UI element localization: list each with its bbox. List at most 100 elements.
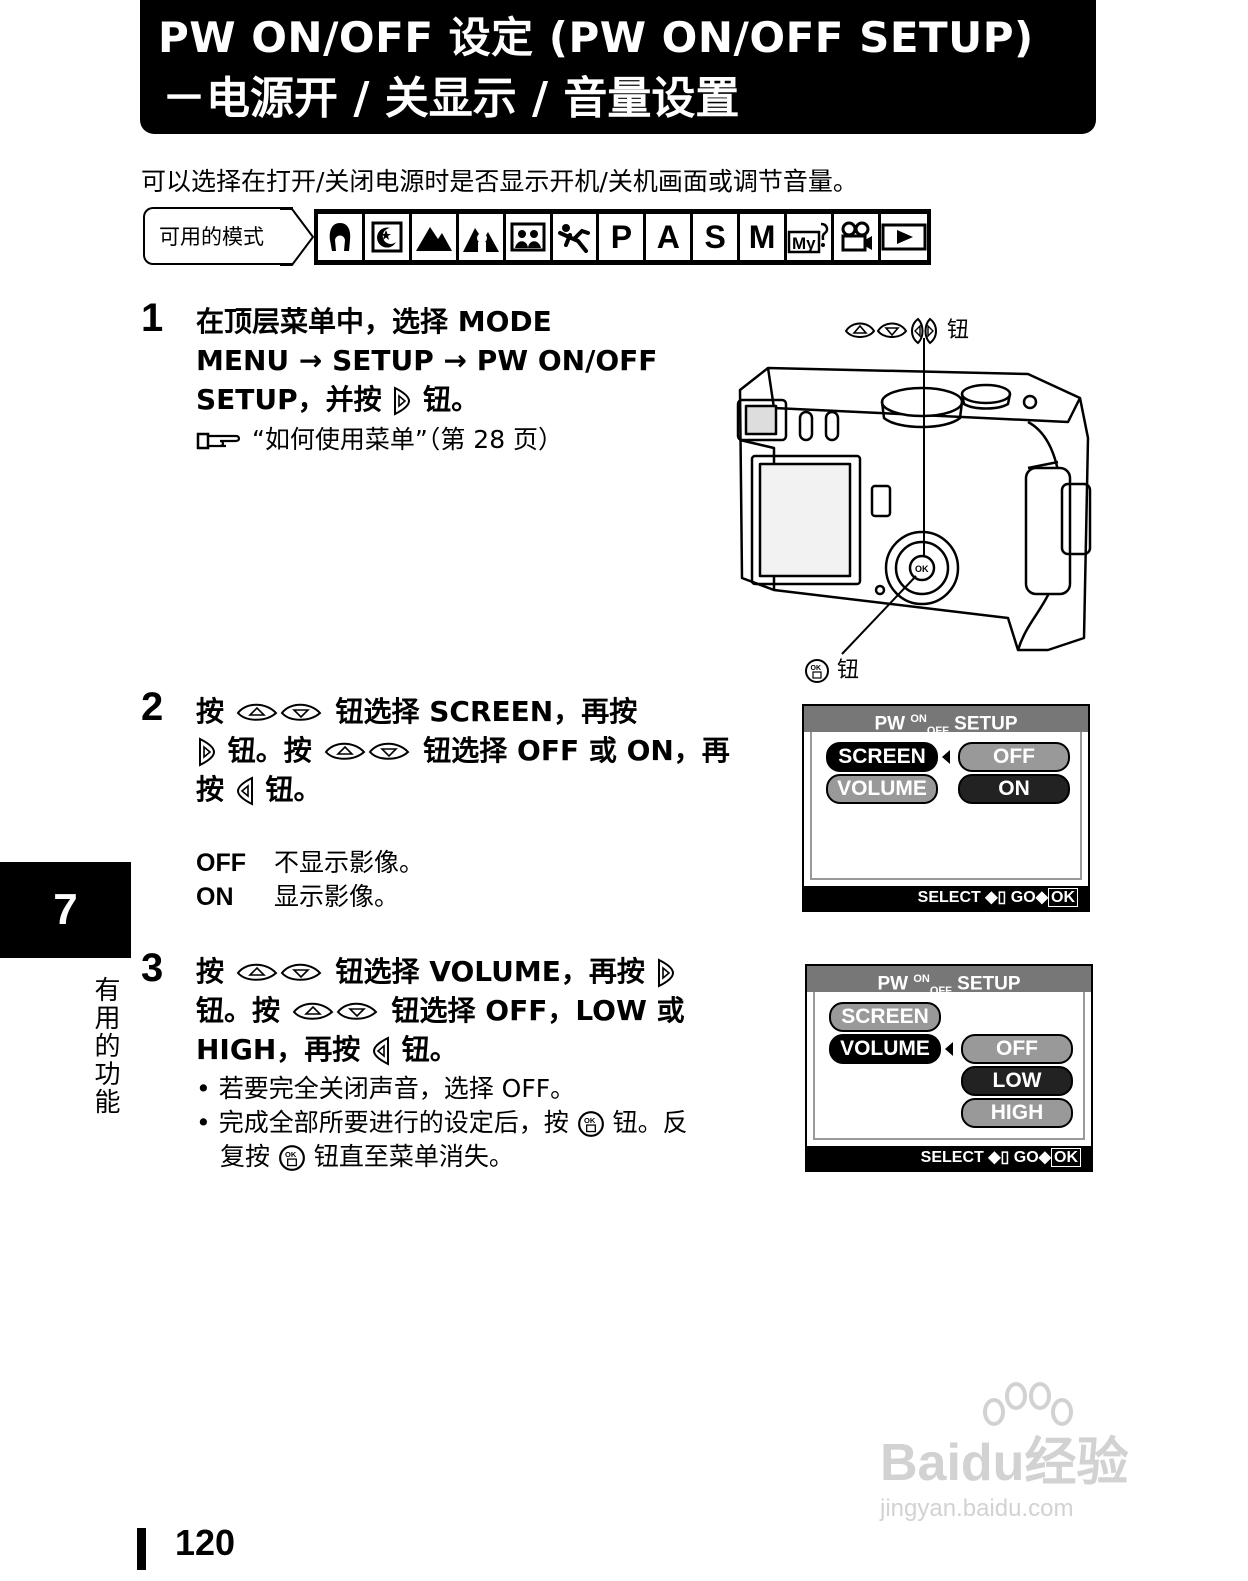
- step-3-number: 3: [141, 946, 164, 990]
- ok-button-label-text: 钮: [837, 658, 860, 683]
- up-down-buttons-icon: [324, 742, 409, 760]
- arrow-buttons-label: 钮: [844, 312, 969, 345]
- left-arrow-button-icon: [236, 776, 253, 806]
- step-2-line-3: 按 钮。: [196, 770, 776, 809]
- up-down-buttons-icon: [236, 963, 322, 981]
- step-3-line-1: 按 钮选择 VOLUME，再按: [196, 952, 776, 991]
- chapter-label: 有用的功能: [90, 976, 120, 1116]
- step-3-line-2-b: 钮选择 OFF，LOW 或: [391, 994, 685, 1027]
- step-3-notes: • 若要完全关闭声音，选择 OFF。 • 完成全部所要进行的设定后，按 OK 钮…: [196, 1072, 756, 1174]
- camera-illustration: OK: [736, 338, 1092, 655]
- arrow-buttons-label-text: 钮: [947, 318, 970, 343]
- title-banner: PW ON/OFF 设定 (PW ON/OFF SETUP) －电源开 / 关显…: [140, 0, 1096, 134]
- lcd-1-pointer-icon: [942, 750, 950, 764]
- note-bullet-2-a: 完成全部所要进行的设定后，按: [218, 1108, 569, 1137]
- lcd-2-footer: SELECT ◆▯ GO◆OK: [807, 1146, 1091, 1170]
- lcd-1-title: PW ONOFF SETUP: [804, 706, 1088, 737]
- note-bullet-2-c: 复按: [220, 1142, 271, 1171]
- left-arrow-button-icon: [373, 1036, 390, 1066]
- lcd-2-title-b: SETUP: [957, 973, 1021, 995]
- ok-button-label: OK 钮: [804, 652, 859, 684]
- step-1-line-2: MENU → SETUP → PW ON/OFF: [196, 344, 658, 377]
- note-bullet-2: • 完成全部所要进行的设定后，按 OK 钮。反: [196, 1108, 688, 1137]
- ok-menu-button-icon: OK: [805, 659, 829, 683]
- step-1-number: 1: [141, 296, 164, 340]
- lcd-1-foot-select: SELECT: [917, 889, 981, 906]
- night-portrait-mode-icon: [364, 214, 409, 260]
- lcd-1-footer: SELECT ◆▯ GO◆OK: [804, 886, 1088, 910]
- step-2-line-1: 按 钮选择 SCREEN，再按: [196, 692, 776, 731]
- page-title: PW ON/OFF 设定 (PW ON/OFF SETUP): [158, 13, 1034, 62]
- landscape-mode-icon: [411, 214, 456, 260]
- chapter-tab: 7: [0, 862, 131, 958]
- note-bullet-1: • 若要完全关闭声音，选择 OFF。: [196, 1074, 576, 1103]
- my-mode-icon: My: [787, 214, 832, 260]
- lcd-1-option-off: OFF: [958, 742, 1070, 772]
- portrait-mode-icon: [318, 214, 362, 260]
- svg-text:OK: OK: [584, 1116, 596, 1125]
- lcd-2-item-volume: VOLUME: [829, 1034, 941, 1064]
- option-off-desc: 不显示影像。: [274, 848, 425, 877]
- lcd-1-foot-ok: OK: [1048, 888, 1078, 907]
- lcd-1-option-on: ON: [958, 774, 1070, 804]
- svg-text:My: My: [792, 234, 816, 253]
- lcd-2-title-a: PW: [877, 973, 909, 995]
- step-2-line-2: 钮。按 钮选择 OFF 或 ON，再: [196, 731, 776, 770]
- step-2-line-3-b: 钮。: [265, 773, 322, 806]
- step-3-line-3-a: HIGH，再按: [196, 1033, 361, 1066]
- lcd-2-option-off: OFF: [961, 1034, 1073, 1064]
- step-1-line-3-b: 钮。: [423, 383, 480, 416]
- option-on-key: ON: [196, 883, 234, 911]
- step-1-line-3-a: SETUP，并按: [196, 383, 382, 416]
- note-bullet-1-text: 若要完全关闭声音，选择 OFF。: [218, 1074, 576, 1103]
- watermark: Baidu经验 jingyan.baidu.com: [880, 1382, 1129, 1523]
- ok-menu-button-icon: OK: [577, 1111, 604, 1137]
- svg-text:OK: OK: [811, 665, 822, 672]
- ok-menu-button-icon: OK: [279, 1145, 305, 1171]
- step-2-line-1-b: 钮选择 SCREEN，再按: [335, 695, 638, 728]
- lcd-1-title-on: ON: [910, 713, 927, 725]
- landscape-portrait-mode-icon: [458, 214, 503, 260]
- watermark-brand: Baidu经验: [880, 1434, 1129, 1492]
- arrow-pad-buttons-icon: [844, 317, 937, 345]
- lcd-2-title-off: OFF: [929, 985, 952, 998]
- lcd-volume-setup: PW ONOFF SETUP SCREEN VOLUME OFF LOW HIG…: [805, 964, 1093, 1172]
- lcd-1-title-a: PW: [874, 713, 906, 735]
- sports-mode-icon: [552, 214, 597, 260]
- lcd-1-foot-go: GO: [1010, 889, 1036, 906]
- step-1-line-3: SETUP，并按 钮。: [196, 380, 716, 419]
- intro-text: 可以选择在打开/关闭电源时是否显示开机/关机画面或调节音量。: [141, 167, 858, 196]
- note-bullet-2-cont: 复按 OK 钮直至菜单消失。: [196, 1140, 756, 1174]
- step-3-line-2: 钮。按 钮选择 OFF，LOW 或: [196, 991, 776, 1030]
- lcd-2-pointer-icon: [945, 1042, 953, 1056]
- mode-s: S: [693, 214, 738, 260]
- svg-text:OK: OK: [285, 1150, 297, 1159]
- playback-mode-icon: [880, 214, 927, 260]
- up-down-buttons-icon: [236, 703, 322, 721]
- self-portrait-mode-icon: [505, 214, 550, 260]
- lcd-2-foot-go: GO: [1013, 1149, 1039, 1166]
- step-3-line-2-a: 钮。按: [196, 994, 281, 1027]
- lcd-1-title-off: OFF: [926, 725, 949, 738]
- lcd-screen-setup: PW ONOFF SETUP SCREEN VOLUME OFF ON SELE…: [802, 704, 1090, 912]
- note-bullet-2-d: 钮直至菜单消失。: [313, 1142, 514, 1171]
- page-subtitle: －电源开 / 关显示 / 音量设置: [162, 73, 740, 124]
- page-number-bar: [137, 1528, 146, 1570]
- page-number: 120: [175, 1522, 236, 1563]
- step-2-line-2-b: 钮选择 OFF 或 ON，再: [423, 734, 730, 767]
- step-2-number: 2: [141, 685, 164, 729]
- right-arrow-button-icon: [394, 386, 411, 416]
- step-3-line-1-a: 按: [196, 955, 225, 988]
- mode-a: A: [646, 214, 691, 260]
- up-down-buttons-icon: [292, 1002, 378, 1020]
- step-2-line-3-a: 按: [196, 773, 225, 806]
- step-3-line-1-b: 钮选择 VOLUME，再按: [335, 955, 645, 988]
- lcd-1-title-b: SETUP: [954, 713, 1018, 735]
- step-1-text: 在顶层菜单中，选择 MODE MENU → SETUP → PW ON/OFF …: [196, 302, 716, 419]
- mode-icon-strip: P A S M My: [314, 209, 931, 265]
- step-1-reference: “如何使用菜单”（第 28 页）: [196, 420, 563, 456]
- step-1-line-1: 在顶层菜单中，选择 MODE: [196, 305, 552, 338]
- lcd-2-option-low: LOW: [961, 1066, 1073, 1096]
- modes-label: 可用的模式: [143, 207, 293, 265]
